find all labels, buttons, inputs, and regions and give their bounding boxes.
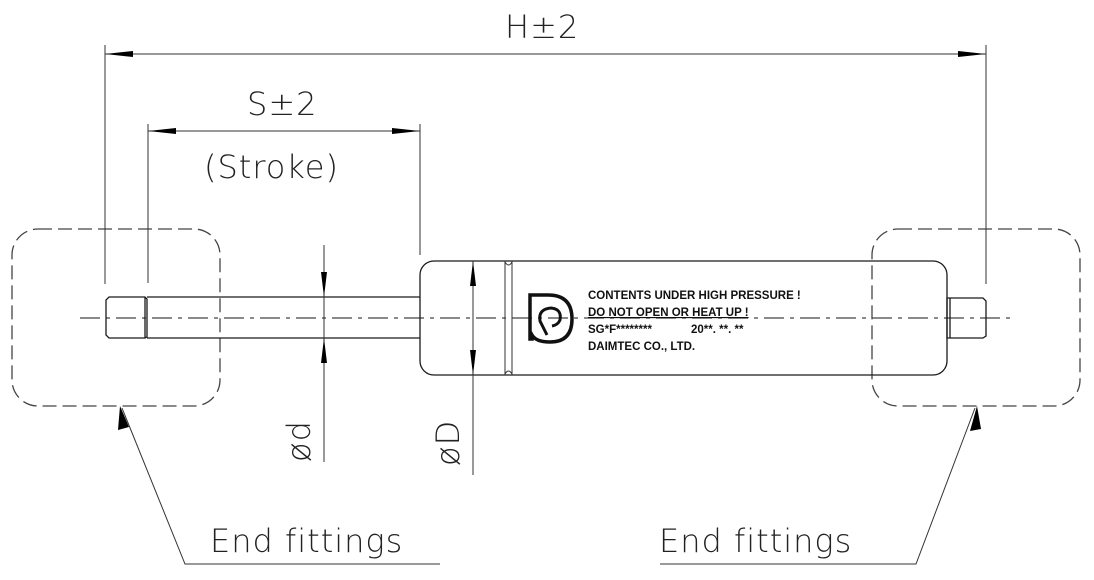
arrow-down-icon: [321, 272, 327, 297]
rod-diameter-label: ød: [280, 420, 318, 462]
arrow-left-icon: [105, 51, 133, 57]
right-thread-stub: [946, 297, 987, 339]
arrow-right-icon: [958, 51, 986, 57]
stroke-label: S±2: [247, 85, 317, 123]
arrow-up-icon: [470, 261, 476, 286]
right-end-fitting-label: End fittings: [659, 522, 852, 560]
arrow-down-icon: [470, 350, 476, 375]
label-line-4: DAIMTEC CO., LTD.: [588, 341, 695, 353]
right-callout-leader: [660, 406, 981, 565]
overall-length-dimension: [105, 51, 986, 57]
label-line-3-date: 20**. **. **: [691, 324, 744, 336]
label-line-1: CONTENTS UNDER HIGH PRESSURE !: [588, 290, 801, 302]
daimtec-logo-icon: [528, 293, 574, 344]
overall-length-label: H±2: [505, 8, 579, 46]
stroke-note: (Stroke): [204, 148, 339, 186]
stroke-dimension: [148, 128, 420, 134]
arrow-up-icon: [970, 406, 981, 431]
body-diameter-dimension: [470, 261, 476, 475]
label-line-2: DO NOT OPEN OR HEAT UP !: [588, 307, 749, 319]
arrow-left-icon: [148, 128, 176, 134]
left-thread-stub: [105, 296, 148, 339]
piston-rod: [147, 296, 420, 339]
left-end-fitting-label: End fittings: [210, 522, 403, 560]
arrow-right-icon: [392, 128, 420, 134]
left-callout-leader: [118, 406, 440, 565]
arrow-up-icon: [118, 406, 129, 430]
body-diameter-label: øD: [429, 420, 467, 466]
label-line-3-code: SG*F********: [588, 324, 652, 336]
arrow-up-icon: [321, 338, 327, 363]
right-end-fitting-box[interactable]: [871, 228, 1081, 407]
left-end-fitting-box[interactable]: [11, 228, 221, 407]
body-warning-label: CONTENTS UNDER HIGH PRESSURE ! DO NOT OP…: [588, 290, 801, 353]
rod-diameter-dimension: [321, 245, 327, 462]
